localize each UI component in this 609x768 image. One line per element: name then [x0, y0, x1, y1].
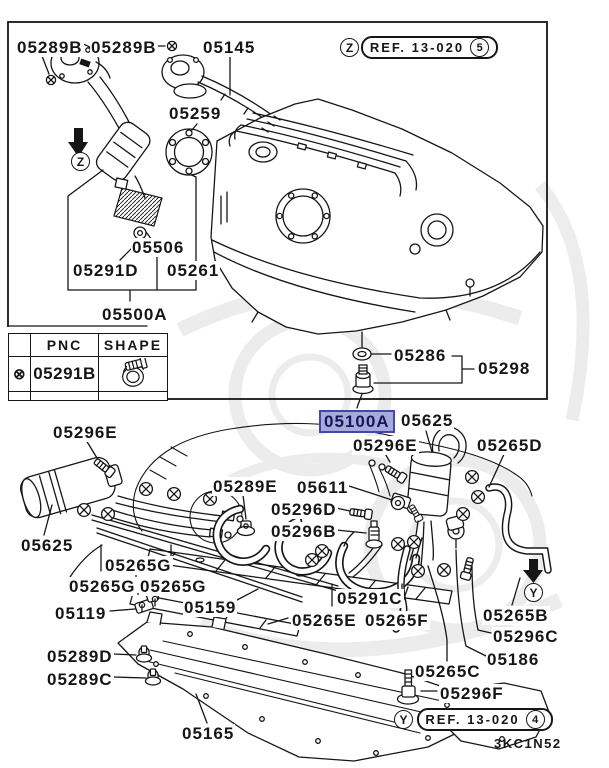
pnc-table-header-shape: SHAPE — [98, 333, 168, 357]
pnc-empty-cell — [30, 391, 99, 401]
part-label-05296F[interactable]: 05296F — [439, 684, 505, 703]
part-label-05500A[interactable]: 05500A — [101, 305, 169, 324]
part-label-05159[interactable]: 05159 — [183, 598, 238, 617]
part-label-05625[interactable]: 05625 — [20, 536, 75, 555]
pnc-row-shape-cell — [98, 356, 168, 392]
part-label-05291D[interactable]: 05291D — [72, 261, 140, 280]
part-label-05265G[interactable]: 05265G — [104, 556, 173, 575]
gasket-drawing — [165, 123, 213, 176]
part-label-05265B[interactable]: 05265B — [482, 606, 550, 625]
view-marker-y: Y — [394, 710, 413, 729]
ref-label: REF. 13-020 — [425, 712, 520, 727]
part-label-05289B[interactable]: 05289B — [16, 38, 84, 57]
part-label-05296E[interactable]: 05296E — [52, 423, 119, 442]
part-label-05296E[interactable]: 05296E — [352, 436, 419, 455]
part-label-05265C[interactable]: 05265C — [414, 662, 482, 681]
pnc-table-header-pnc: PNC — [30, 333, 99, 357]
view-marker-z: Z — [340, 38, 359, 57]
right-pump-assembly-drawing — [390, 426, 467, 567]
part-label-05506[interactable]: 05506 — [131, 238, 186, 257]
part-label-05119[interactable]: 05119 — [54, 604, 108, 623]
tank-drain-hardware-drawing — [352, 331, 475, 409]
part-label-05296D[interactable]: 05296D — [270, 500, 338, 519]
part-label-05100A-selected[interactable]: 05100A — [319, 410, 395, 433]
fuel-tank-drawing — [210, 98, 544, 335]
view-marker-z: Z — [71, 152, 90, 171]
part-label-05298[interactable]: 05298 — [477, 359, 532, 378]
pnc-row-part-number[interactable]: 05291B — [30, 356, 99, 392]
diagram-code: 3KC1N52 — [494, 736, 562, 751]
ref-link-bottom[interactable]: REF. 13-020 4 — [417, 708, 553, 731]
part-label-05296B[interactable]: 05296B — [270, 522, 338, 541]
ref-label: REF. 13-020 — [369, 40, 465, 55]
part-label-05289C[interactable]: 05289C — [46, 670, 114, 689]
part-label-05265F[interactable]: 05265F — [364, 611, 430, 630]
pnc-table: PNC SHAPE ⊗ 05291B — [8, 333, 168, 401]
leader-lines — [43, 430, 521, 724]
part-label-05289B[interactable]: 05289B — [90, 38, 158, 57]
part-label-05289E[interactable]: 05289E — [212, 477, 279, 496]
hose-clamp-icon — [122, 358, 148, 387]
pnc-row-mark: ⊗ — [8, 356, 31, 392]
view-marker-y: Y — [524, 583, 543, 602]
ref-page-circle: 5 — [470, 38, 490, 57]
part-label-05145[interactable]: 05145 — [202, 38, 257, 57]
pnc-empty-cell — [98, 391, 168, 401]
part-label-05186[interactable]: 05186 — [486, 650, 541, 669]
part-label-05165[interactable]: 05165 — [181, 724, 236, 743]
tank-underside-outline — [132, 422, 533, 544]
part-label-05296C[interactable]: 05296C — [492, 627, 560, 646]
part-label-05265G[interactable]: 05265G — [139, 577, 208, 596]
part-label-05265E[interactable]: 05265E — [291, 611, 358, 630]
pnc-empty-cell — [8, 391, 31, 401]
fuel-line-pipes — [91, 514, 339, 603]
down-arrow-icon — [523, 559, 543, 583]
ref-link-top[interactable]: REF. 13-020 5 — [361, 36, 498, 59]
part-label-05261[interactable]: 05261 — [166, 261, 221, 280]
part-label-05265D[interactable]: 05265D — [476, 436, 544, 455]
part-label-05291C[interactable]: 05291C — [336, 589, 404, 608]
part-label-05265G[interactable]: 05265G — [68, 577, 137, 596]
sender-pipe-drawing — [161, 54, 304, 146]
part-label-05289D[interactable]: 05289D — [46, 647, 114, 666]
part-label-05286[interactable]: 05286 — [393, 346, 448, 365]
pnc-table-corner — [8, 333, 31, 357]
part-label-05625[interactable]: 05625 — [400, 411, 455, 430]
part-label-05259[interactable]: 05259 — [168, 104, 223, 123]
part-label-05611[interactable]: 05611 — [296, 478, 350, 497]
ref-page-circle: 4 — [525, 710, 545, 729]
